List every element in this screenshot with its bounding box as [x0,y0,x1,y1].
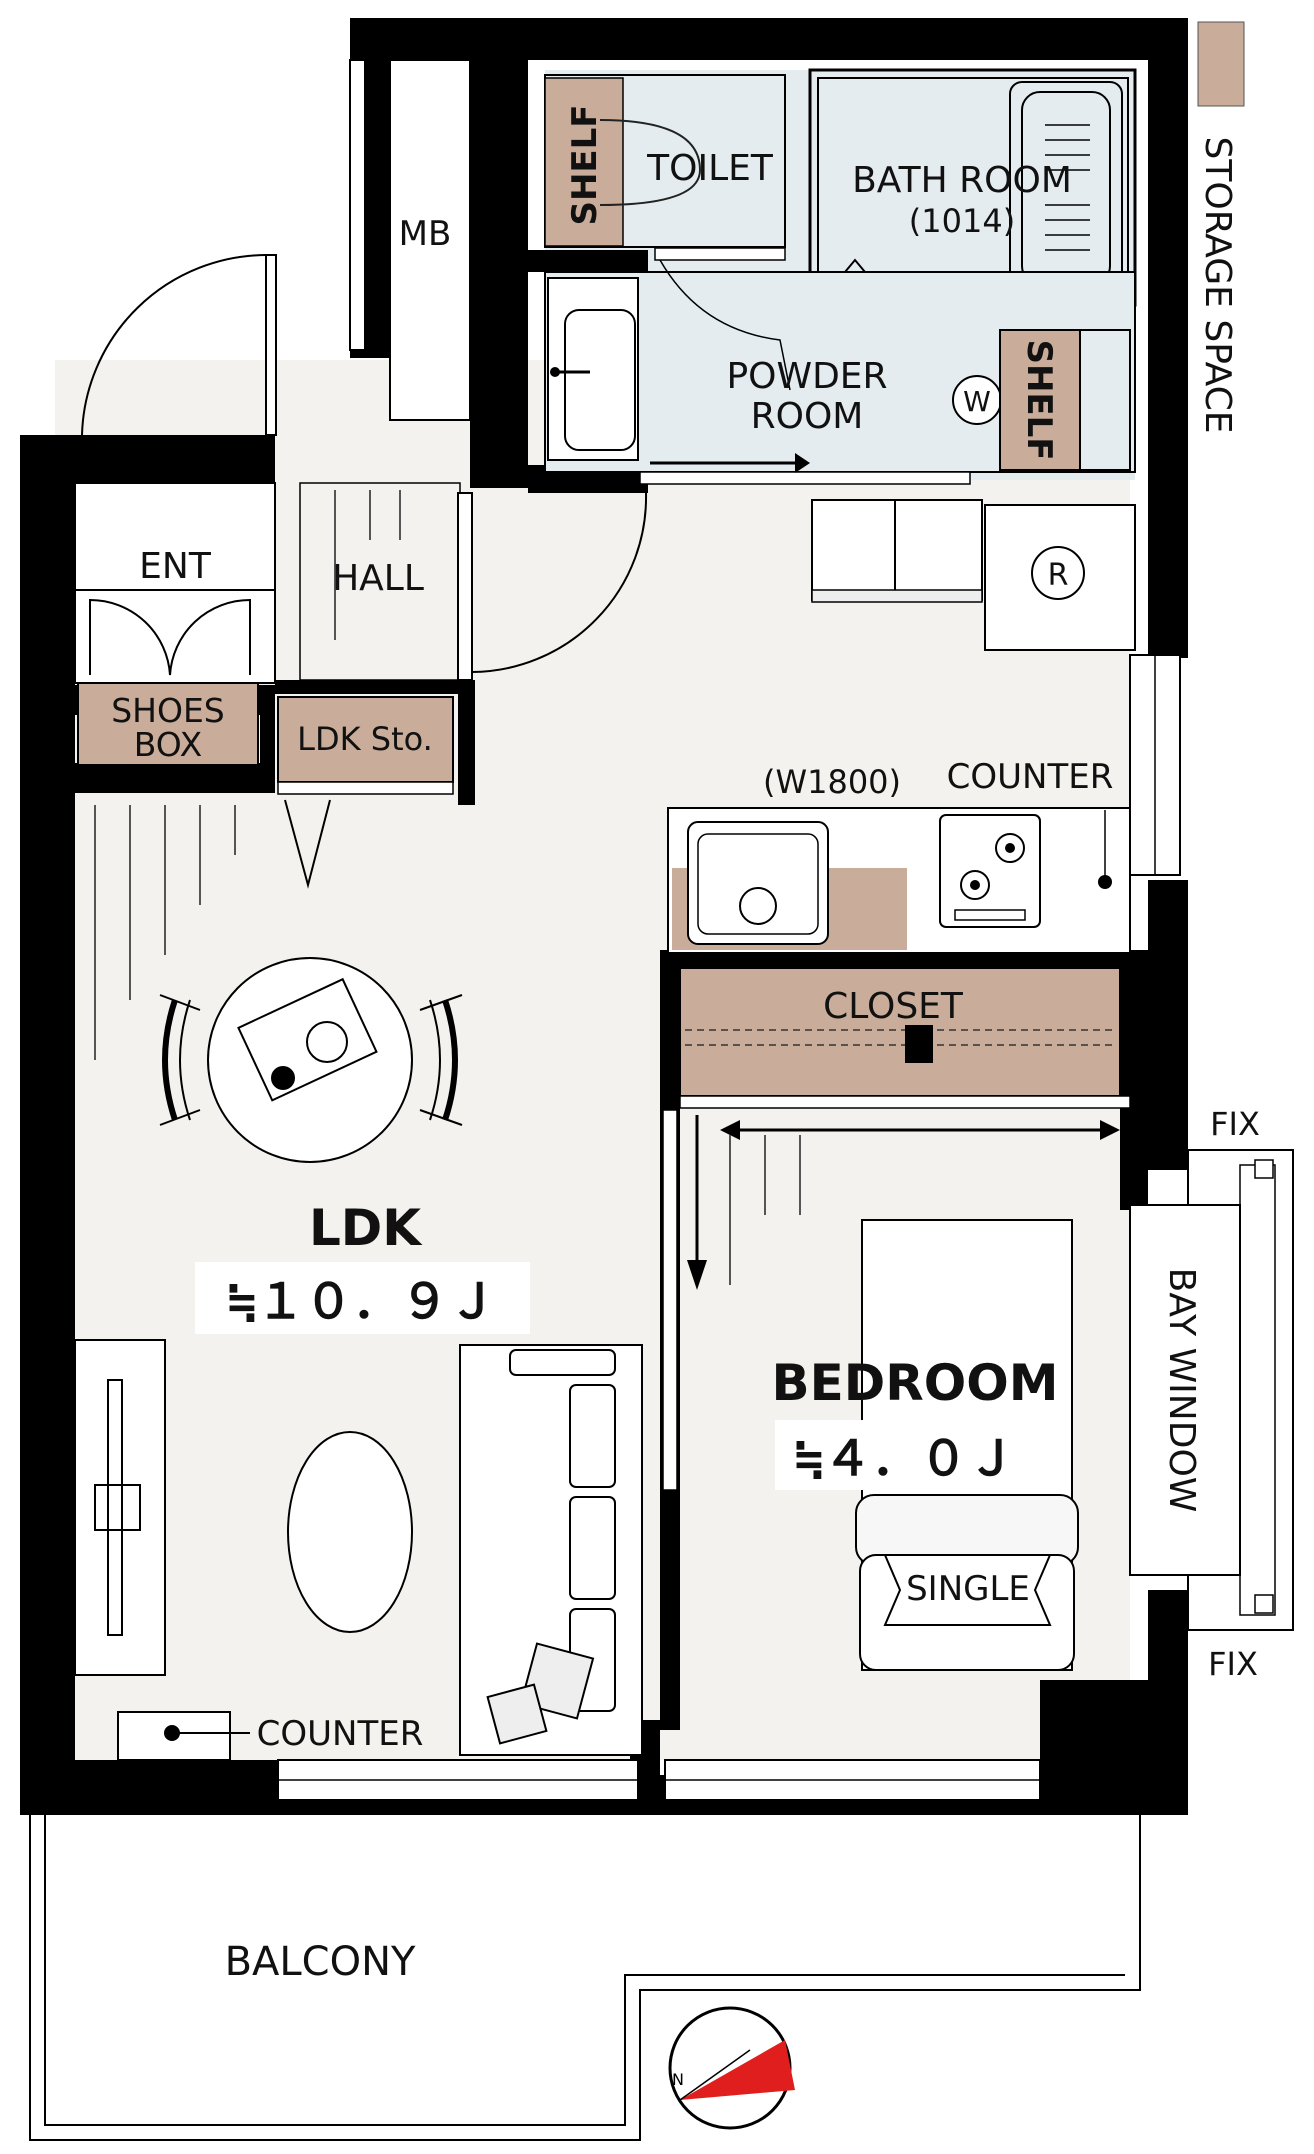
powder-shelf [999,329,1081,471]
powder-label-1: POWDER [726,356,887,397]
vanity [547,277,639,461]
bay-window-board [1129,1204,1241,1576]
fix-label-top: FIX [1210,1105,1260,1143]
toilet-shelf [544,77,624,247]
hall-label: HALL [332,558,424,599]
rug [287,1431,413,1633]
sofa [459,1344,643,1756]
hall-door [457,492,648,681]
storage-legend-swatch [1197,21,1245,107]
kitchen-cabinet [811,499,983,601]
single-bed-label: SINGLE [906,1569,1030,1609]
sink [687,821,829,945]
fridge-label: R [1048,558,1069,593]
tv-board [74,1339,166,1676]
ldk-area: ≒１０．９Ｊ [228,1274,497,1330]
mb-cupboard [389,59,471,421]
balcony-outline [29,1815,1141,2141]
kitchen-counter-label: COUNTER [947,757,1114,797]
closet-label: CLOSET [823,986,964,1027]
mb-label: MB [399,214,452,254]
walls [20,18,1188,1815]
ldk-counter-label: COUNTER [257,1714,424,1754]
ent-label: ENT [139,546,212,587]
bath-size-label: (1014) [909,202,1015,240]
bay-window-label: BAY WINDOW [1161,1268,1202,1513]
bedroom-area: ≒４．０Ｊ [795,1431,1016,1487]
bath-label: BATH ROOM [852,160,1072,201]
powder-shelf-label: SHELF [1019,339,1059,460]
balcony-label: BALCONY [225,1939,416,1985]
dining-set [159,957,463,1163]
compass-icon: N [668,2006,795,2130]
stove [939,814,1041,928]
bath-mat-pattern [1045,124,1090,251]
ldk-storage-label: LDK Sto. [297,720,433,758]
shoes-box-label-1: SHOES [111,691,225,730]
kitchen-width-label: (W1800) [763,763,901,801]
ldk-label: LDK [309,1199,423,1257]
powder-label-2: ROOM [751,396,864,437]
entry-door [79,254,277,471]
fix-label-bottom: FIX [1208,1645,1258,1683]
shoes-box [77,682,259,766]
shoes-box-label-2: BOX [134,725,203,764]
toilet-shelf-label: SHELF [565,104,605,225]
svg-text:N: N [672,2070,684,2089]
washer-label: W [963,385,991,418]
storage-space-label: STORAGE SPACE [1197,137,1238,434]
bedroom-label: BEDROOM [771,1354,1058,1412]
toilet-label: TOILET [646,148,774,189]
